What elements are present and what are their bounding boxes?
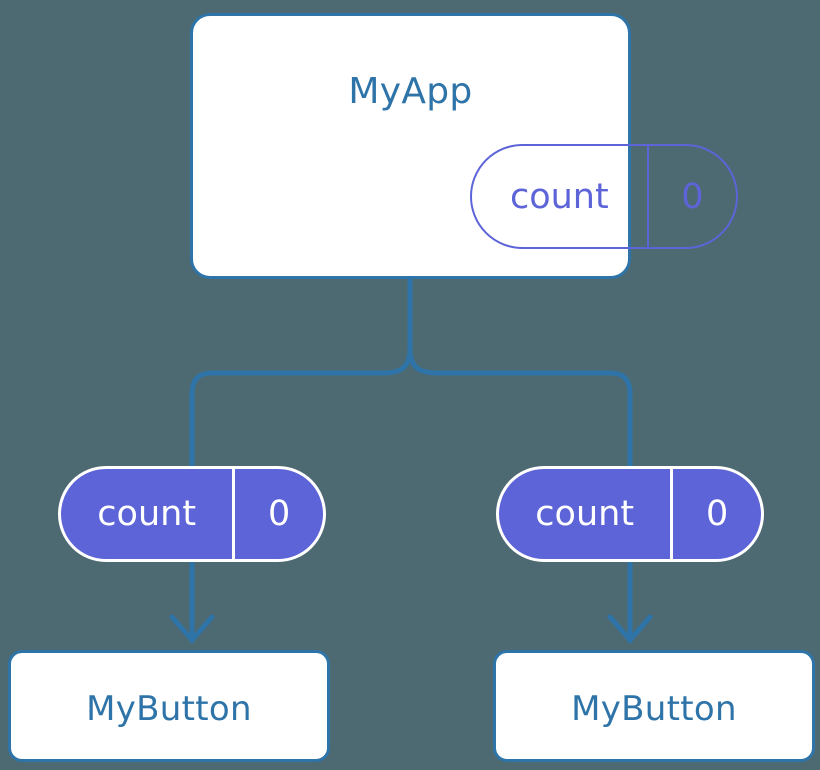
connector-split-right	[407, 347, 633, 468]
branch-left-state-pill[interactable]: count 0	[58, 466, 326, 562]
child-component-title-left: MyButton	[86, 689, 252, 729]
child-component-card-right[interactable]: MyButton	[493, 650, 815, 762]
arrowhead-left	[169, 614, 215, 643]
root-state-key: count	[472, 146, 649, 247]
page-title: MyApp	[348, 71, 473, 112]
arrowhead-right	[607, 614, 653, 643]
child-component-card-left[interactable]: MyButton	[8, 650, 330, 762]
branch-left-state-value: 0	[268, 494, 291, 534]
root-component-card[interactable]: MyApp count 0	[190, 13, 738, 279]
root-state-pill[interactable]: count 0	[470, 144, 738, 249]
connector-split-left	[189, 347, 413, 468]
branch-right-state-pill[interactable]: count 0	[496, 466, 764, 562]
branch-right-state-key: count	[499, 469, 674, 559]
root-state-value: 0	[681, 176, 704, 217]
branch-right-state-value: 0	[706, 494, 729, 534]
child-component-title-right: MyButton	[571, 689, 737, 729]
branch-left-state-key: count	[61, 469, 236, 559]
